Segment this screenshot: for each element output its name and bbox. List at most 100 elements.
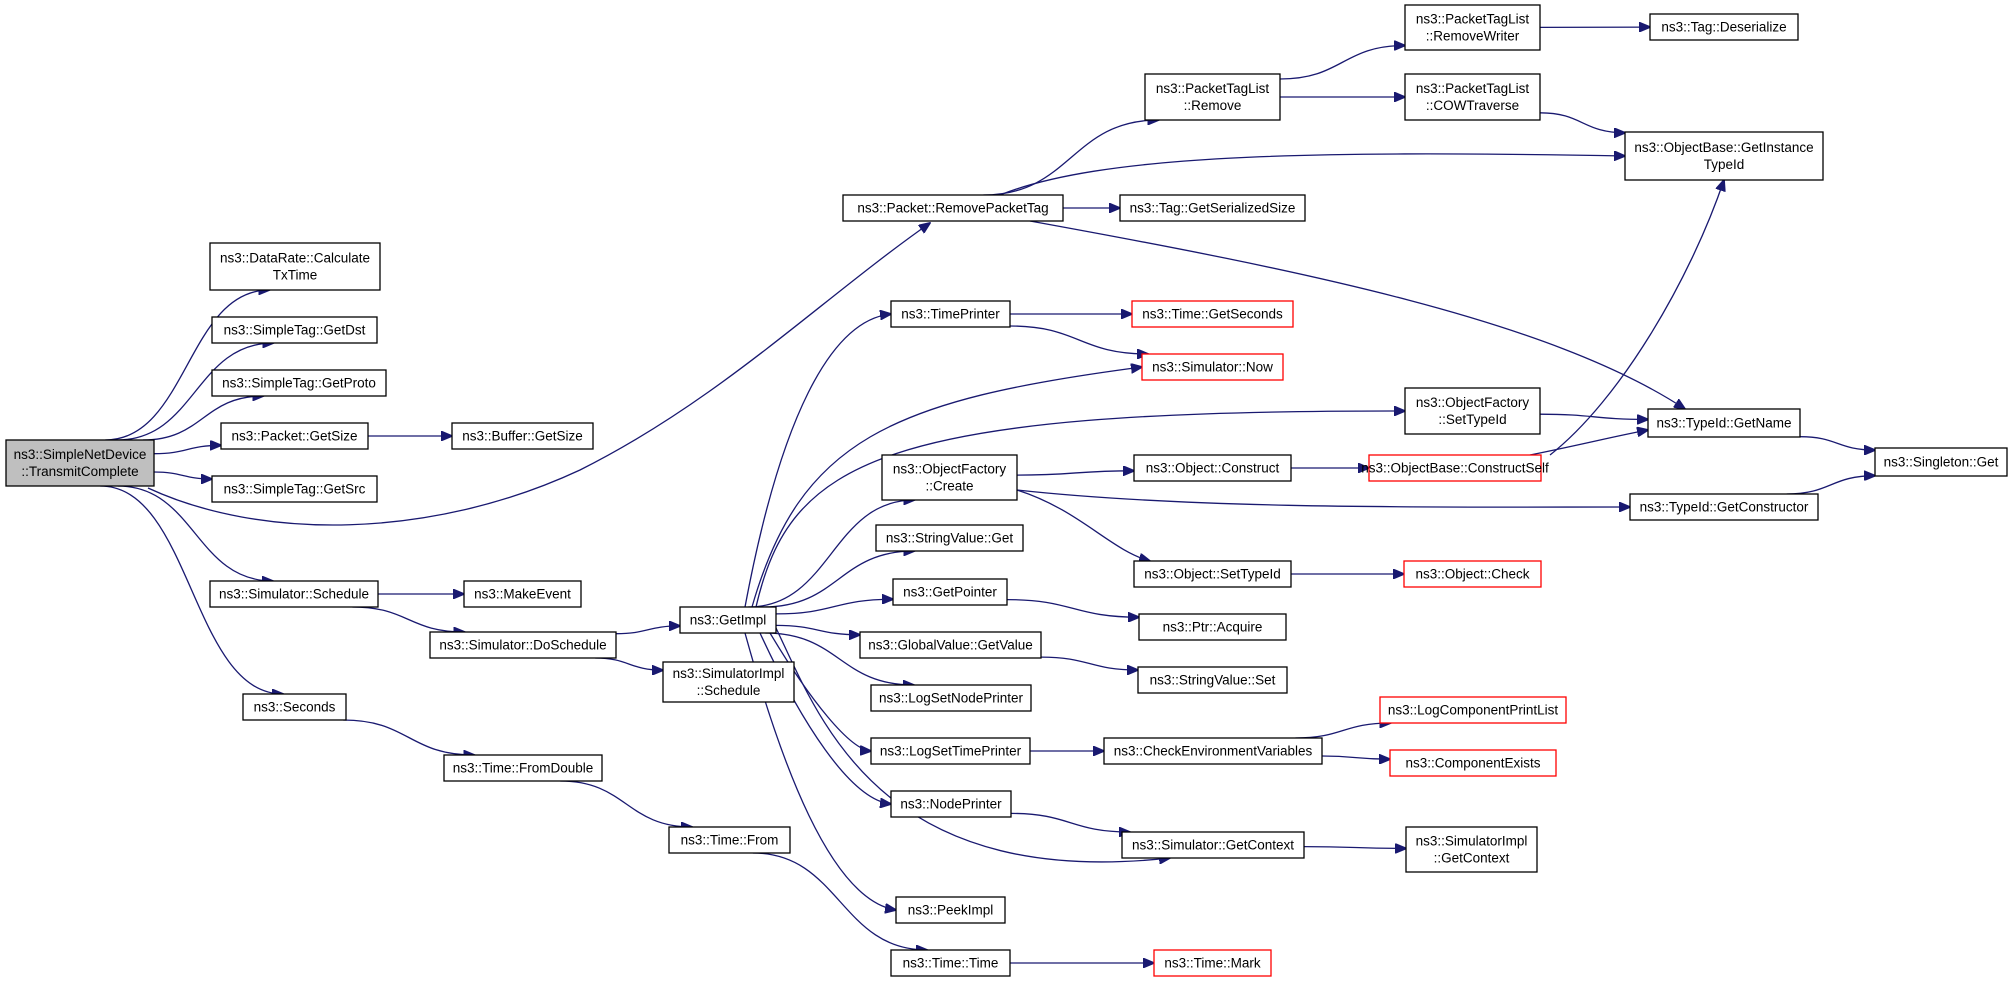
node-timeprinter[interactable]: ns3::TimePrinter <box>890 300 1011 328</box>
node-tid-getctor[interactable]: ns3::TypeId::GetConstructor <box>1629 493 1819 521</box>
edge-line <box>105 290 269 441</box>
node-logsetnode[interactable]: ns3::LogSetNodePrinter <box>870 684 1032 712</box>
node-getimpl[interactable]: ns3::GetImpl <box>679 606 777 634</box>
edge-getimpl-to-sim_getcontext <box>775 627 1170 862</box>
node-obj-check[interactable]: ns3::Object::Check <box>1403 560 1542 588</box>
node-sim-schedule[interactable]: ns3::Simulator::Schedule <box>209 580 379 608</box>
node-box <box>209 242 381 291</box>
node-logsettime[interactable]: ns3::LogSetTimePrinter <box>870 737 1031 765</box>
node-ptr-acquire[interactable]: ns3::Ptr::Acquire <box>1138 613 1287 641</box>
node-st-getsrc[interactable]: ns3::SimpleTag::GetSrc <box>211 475 378 503</box>
edge-line <box>1040 656 1138 670</box>
node-simimpl-schedule[interactable]: ns3::SimulatorImpl::Schedule <box>662 661 795 703</box>
edge-pk_removetag-to-ob_getinstance <box>999 154 1625 196</box>
node-of-settypeid[interactable]: ns3::ObjectFactory::SetTypeId <box>1404 387 1541 435</box>
node-tid-getname[interactable]: ns3::TypeId::GetName <box>1647 408 1801 438</box>
node-root[interactable]: ns3::SimpleNetDevice::TransmitComplete <box>5 439 155 487</box>
edge-checkenv-to-compexists <box>1321 756 1390 759</box>
node-sv-get[interactable]: ns3::StringValue::Get <box>875 524 1024 552</box>
node-pk-getsize[interactable]: ns3::Packet::GetSize <box>220 422 369 450</box>
node-time-fromdouble[interactable]: ns3::Time::FromDouble <box>443 754 603 782</box>
edge-ptl_remove-to-ptl_removewriter <box>1279 46 1405 80</box>
node-box <box>1133 560 1292 588</box>
edge-getimpl-to-of_create <box>748 500 914 608</box>
edge-line <box>117 485 273 581</box>
edge-line <box>775 599 893 615</box>
edge-line <box>1786 476 1875 495</box>
node-label: ns3::NodePrinter <box>900 797 1002 812</box>
node-ptl-remove[interactable]: ns3::PacketTagList::Remove <box>1144 73 1281 121</box>
edge-line <box>1529 430 1648 456</box>
node-label: ns3::Ptr::Acquire <box>1163 620 1263 635</box>
node-of-create[interactable]: ns3::ObjectFactory::Create <box>881 454 1018 501</box>
node-label: ns3::PacketTagList <box>1416 81 1530 96</box>
node-time-mark[interactable]: ns3::Time::Mark <box>1153 949 1272 977</box>
node-box <box>1624 131 1824 181</box>
node-time-from[interactable]: ns3::Time::From <box>668 826 791 854</box>
node-seconds[interactable]: ns3::Seconds <box>242 693 347 721</box>
node-obj-settypeid[interactable]: ns3::Object::SetTypeId <box>1133 560 1292 588</box>
node-box <box>1121 831 1305 859</box>
node-time-getseconds[interactable]: ns3::Time::GetSeconds <box>1131 300 1294 328</box>
edge-of_create-to-obj_settypeid <box>1016 489 1150 561</box>
node-st-getdst[interactable]: ns3::SimpleTag::GetDst <box>211 316 378 344</box>
edge-checkenv-to-logcompprint <box>1295 723 1390 739</box>
node-box <box>443 754 603 782</box>
edge-getimpl-to-sv_get <box>763 551 914 608</box>
node-st-getproto[interactable]: ns3::SimpleTag::GetProto <box>211 369 387 397</box>
node-label: ns3::Simulator::DoSchedule <box>439 638 606 653</box>
node-tag-getser[interactable]: ns3::Tag::GetSerializedSize <box>1119 194 1306 222</box>
node-time-time[interactable]: ns3::Time::Time <box>890 949 1011 977</box>
node-sv-set[interactable]: ns3::StringValue::Set <box>1137 666 1288 694</box>
node-label: ns3::MakeEvent <box>474 587 571 602</box>
node-buf-getsize[interactable]: ns3::Buffer::GetSize <box>451 422 594 450</box>
node-sim-getcontext[interactable]: ns3::Simulator::GetContext <box>1121 831 1305 859</box>
node-obj-construct[interactable]: ns3::Object::Construct <box>1133 454 1292 482</box>
edge-sim_getcontext-to-simimpl_getcontext <box>1303 847 1406 849</box>
node-box <box>881 454 1018 501</box>
node-label: ns3::PacketTagList <box>1416 12 1530 27</box>
node-label: ns3::Time::GetSeconds <box>1142 307 1283 322</box>
node-box <box>1133 454 1292 482</box>
node-makeevent[interactable]: ns3::MakeEvent <box>463 580 582 608</box>
edge-line <box>343 719 474 755</box>
node-box <box>859 631 1042 659</box>
edge-line <box>748 500 914 608</box>
node-tag-deser[interactable]: ns3::Tag::Deserialize <box>1649 13 1799 41</box>
node-ptl-removewriter[interactable]: ns3::PacketTagList::RemoveWriter <box>1404 4 1541 51</box>
node-sim-now[interactable]: ns3::Simulator::Now <box>1141 353 1284 381</box>
edge-line <box>352 606 464 632</box>
node-label: ns3::LogComponentPrintList <box>1388 703 1559 718</box>
node-sim-doschedule[interactable]: ns3::Simulator::DoSchedule <box>429 631 617 659</box>
edge-line <box>1006 598 1139 618</box>
node-logcompprint[interactable]: ns3::LogComponentPrintList <box>1379 696 1567 724</box>
node-label: ns3::GetImpl <box>690 613 767 628</box>
node-gv-getvalue[interactable]: ns3::GlobalValue::GetValue <box>859 631 1042 659</box>
node-ob-constructself[interactable]: ns3::ObjectBase::ConstructSelf <box>1361 454 1549 482</box>
node-nodeprinter[interactable]: ns3::NodePrinter <box>890 790 1012 818</box>
node-label: ::Schedule <box>697 683 761 698</box>
node-simimpl-getcontext[interactable]: ns3::SimulatorImpl::GetContext <box>1405 826 1538 873</box>
node-checkenv[interactable]: ns3::CheckEnvironmentVariables <box>1103 737 1323 765</box>
edge-line <box>1321 756 1390 759</box>
node-label: ns3::Tag::GetSerializedSize <box>1130 201 1296 216</box>
node-box <box>209 580 379 608</box>
node-pk-removetag[interactable]: ns3::Packet::RemovePacketTag <box>842 194 1064 222</box>
node-label: TypeId <box>1704 157 1745 172</box>
node-box <box>892 578 1008 606</box>
node-label: ns3::SimulatorImpl <box>673 666 785 681</box>
node-singleton-get[interactable]: ns3::Singleton::Get <box>1874 447 2008 477</box>
node-label: ns3::TimePrinter <box>901 307 1000 322</box>
node-box <box>211 475 378 503</box>
edge-line <box>769 632 871 751</box>
node-label: ns3::Object::SetTypeId <box>1144 567 1281 582</box>
node-getpointer[interactable]: ns3::GetPointer <box>892 578 1008 606</box>
edge-line <box>1016 489 1150 561</box>
node-peekimpl[interactable]: ns3::PeekImpl <box>895 896 1006 924</box>
node-ptl-cow[interactable]: ns3::PacketTagList::COWTraverse <box>1404 73 1541 121</box>
node-box <box>1404 4 1541 51</box>
node-compexists[interactable]: ns3::ComponentExists <box>1389 749 1557 777</box>
edge-root-to-seconds <box>100 485 283 694</box>
